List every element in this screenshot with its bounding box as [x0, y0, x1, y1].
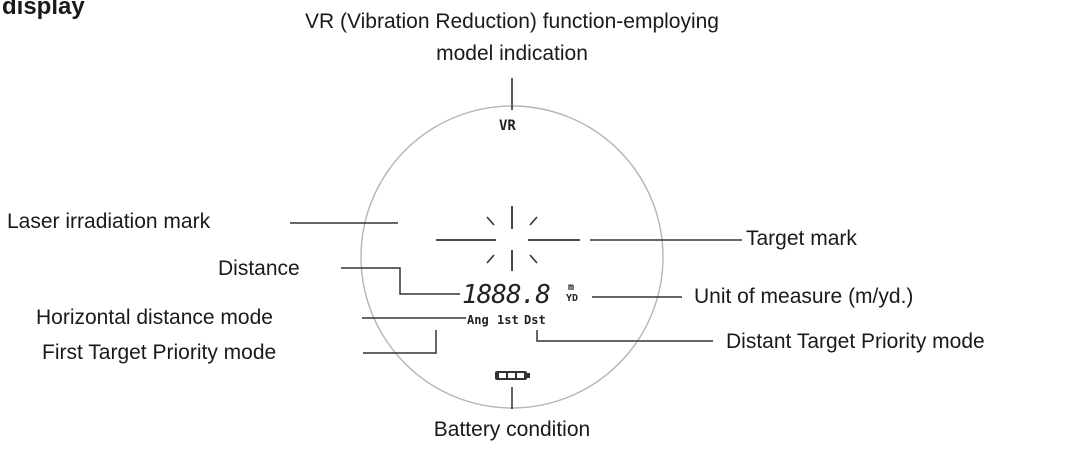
target-mark-crosshair: [436, 206, 580, 271]
laser-irradiation-marks: [486, 216, 538, 264]
distance-readout: 1888.8: [462, 280, 551, 310]
label-battery: Battery condition: [433, 418, 591, 441]
label-distance: Distance: [218, 257, 300, 280]
battery-icon: [495, 371, 530, 380]
mode-ang: Ang: [467, 313, 489, 327]
label-laser-irradiation: Laser irradiation mark: [7, 210, 211, 233]
section-heading: display: [2, 0, 85, 20]
mode-first: 1st: [497, 313, 519, 327]
unit-yd: YD: [566, 293, 579, 304]
label-first-target: First Target Priority mode: [42, 341, 277, 364]
label-unit-of-measure: Unit of measure (m/yd.): [694, 285, 914, 308]
leader-distance: [341, 267, 460, 295]
vr-indicator: VR: [499, 118, 516, 134]
label-distant-target: Distant Target Priority mode: [726, 330, 985, 353]
label-target-mark: Target mark: [746, 227, 857, 250]
label-vr-indication: VR (Vibration Reduction) function-employ…: [305, 10, 719, 65]
leader-first-target: [363, 330, 437, 354]
mode-dst: Dst: [524, 313, 546, 327]
leader-distant-target: [536, 330, 713, 342]
label-horizontal-mode: Horizontal distance mode: [36, 306, 273, 329]
unit-m: m: [568, 282, 575, 293]
